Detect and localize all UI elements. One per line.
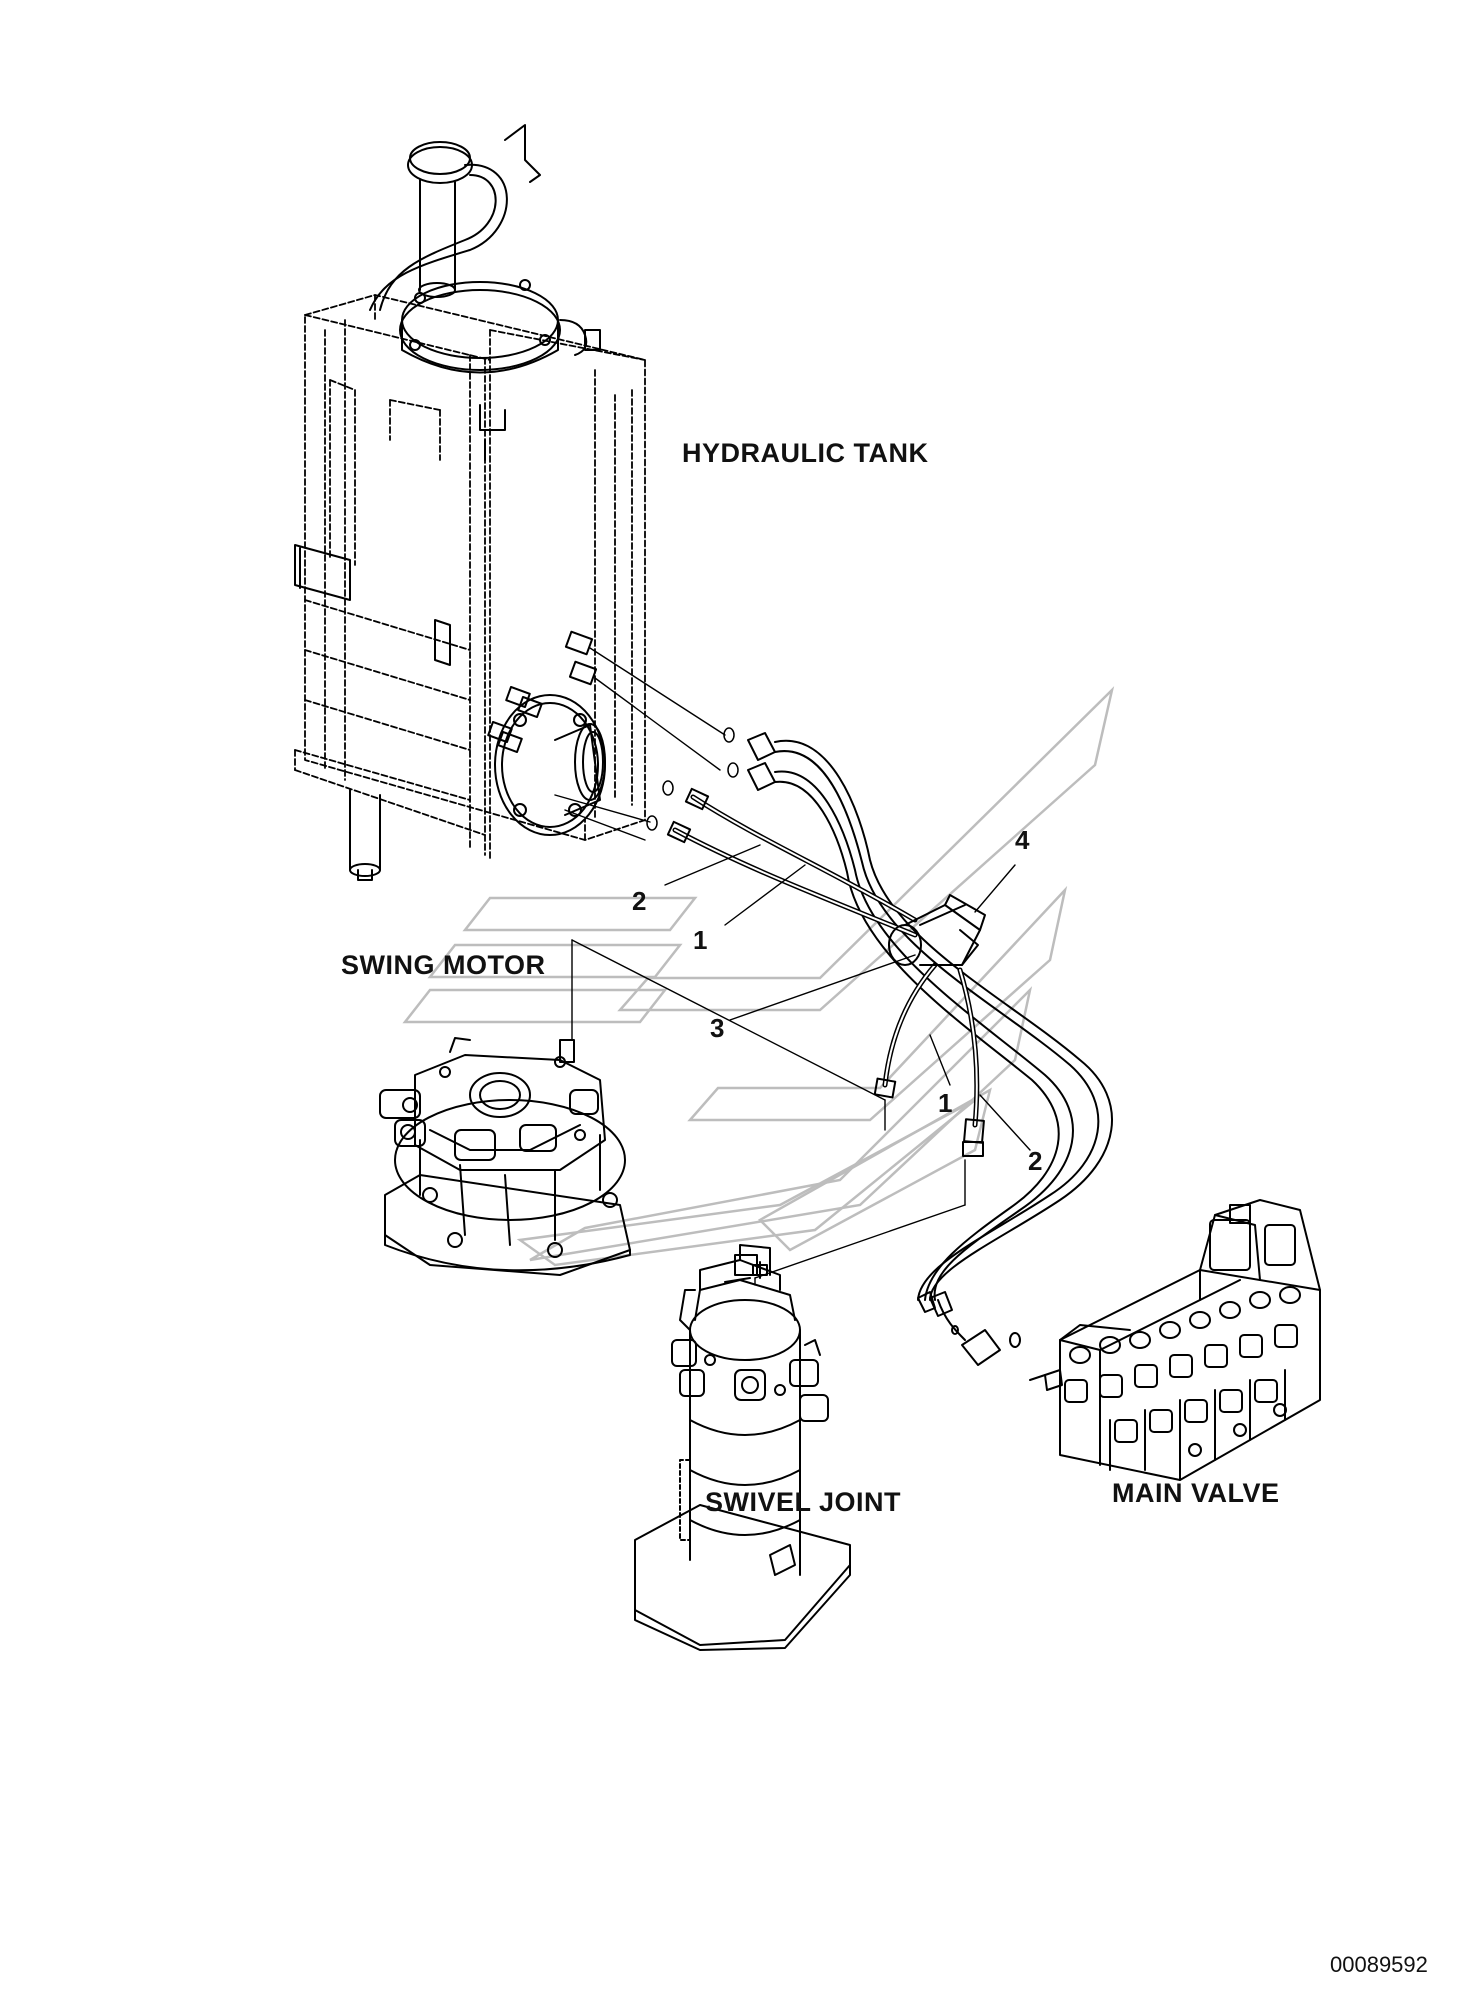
hoses bbox=[666, 732, 1113, 1366]
callout-4: 4 bbox=[1015, 825, 1030, 855]
swivel-joint-label: SWIVEL JOINT bbox=[705, 1487, 902, 1517]
callout-3: 3 bbox=[710, 1013, 725, 1043]
callout-1-lower: 1 bbox=[938, 1088, 953, 1118]
swing-motor-label: SWING MOTOR bbox=[341, 950, 546, 980]
watermark-logo bbox=[402, 686, 1115, 1267]
hose-clamp bbox=[888, 894, 986, 966]
callout-2-upper: 2 bbox=[632, 886, 647, 916]
line-art bbox=[294, 124, 1321, 1651]
main-valve-drawing bbox=[1029, 1199, 1321, 1481]
callout-2-lower: 2 bbox=[1028, 1146, 1043, 1176]
document-number: 00089592 bbox=[1330, 1952, 1428, 1977]
hydraulic-tank-label: HYDRAULIC TANK bbox=[682, 438, 929, 468]
main-valve-label: MAIN VALVE bbox=[1112, 1478, 1280, 1508]
swivel-joint-drawing bbox=[634, 1244, 851, 1651]
callout-1-upper: 1 bbox=[693, 925, 708, 955]
callout-leaders bbox=[664, 844, 1031, 1151]
swing-motor-drawing bbox=[379, 1037, 631, 1276]
o-rings bbox=[646, 727, 739, 831]
leader-lines bbox=[554, 647, 966, 1286]
hydraulic-tank-drawing bbox=[294, 124, 646, 881]
